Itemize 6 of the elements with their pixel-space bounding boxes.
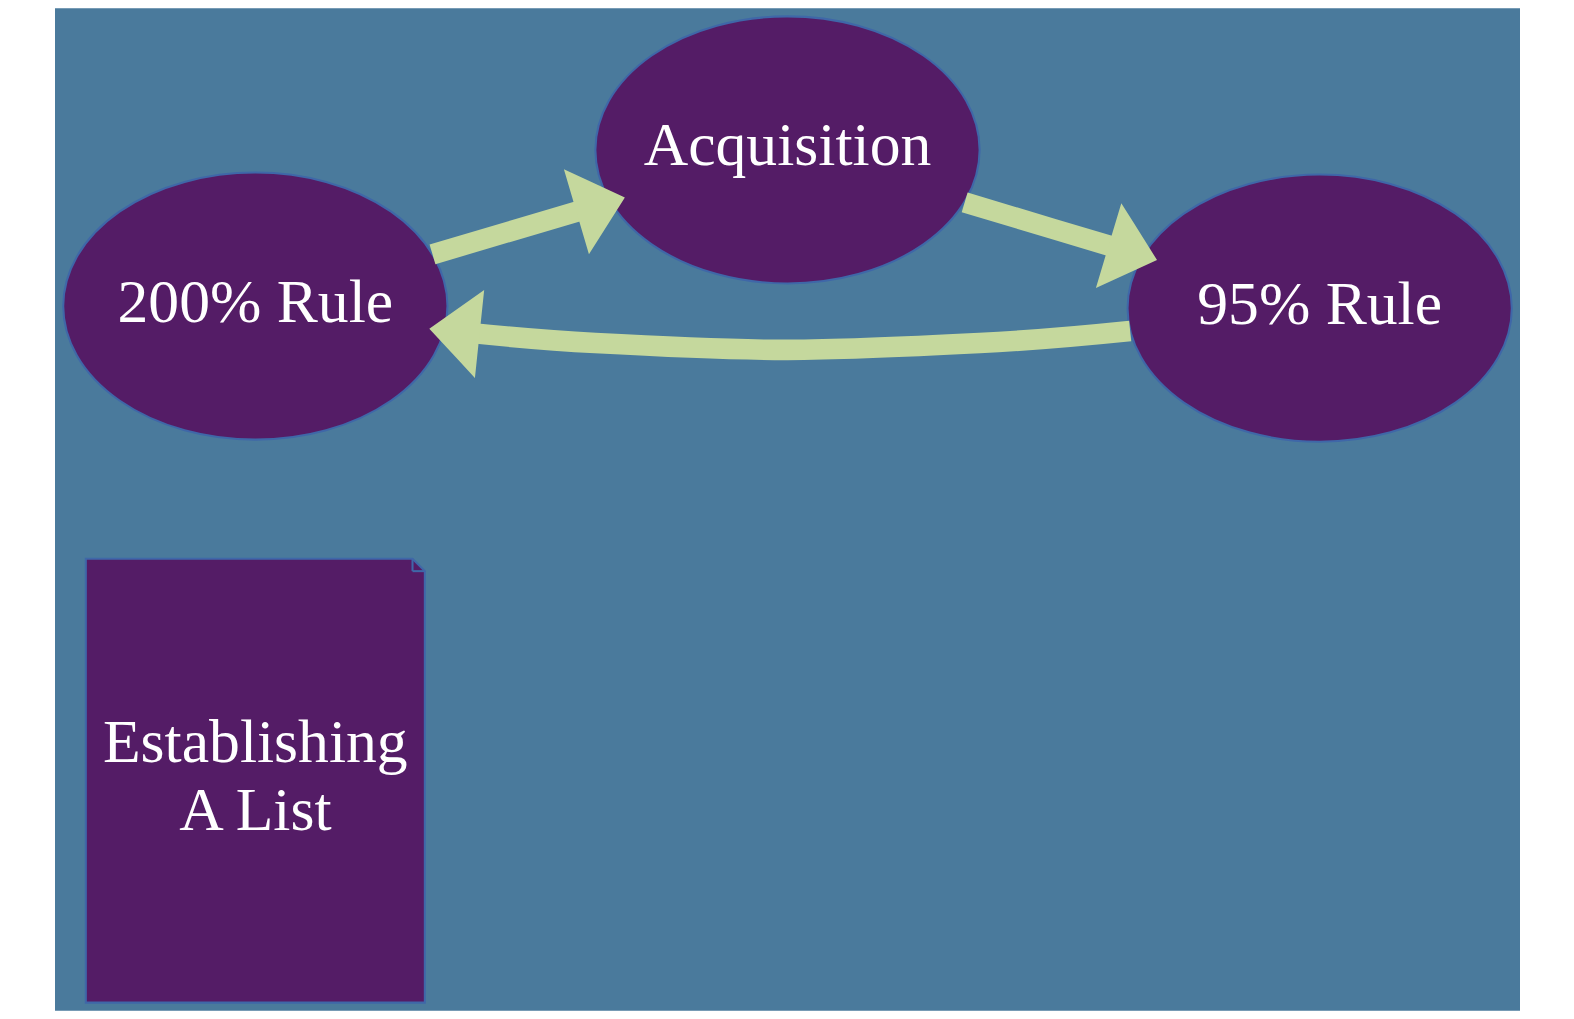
node-ellipse: 95% Rule: [1126, 173, 1513, 443]
arrow: [428, 289, 1131, 378]
node-ellipse: 200% Rule: [61, 171, 448, 441]
arrow: [961, 192, 1157, 288]
node-ellipse: Acquisition: [593, 15, 981, 285]
arrow: [429, 169, 625, 265]
